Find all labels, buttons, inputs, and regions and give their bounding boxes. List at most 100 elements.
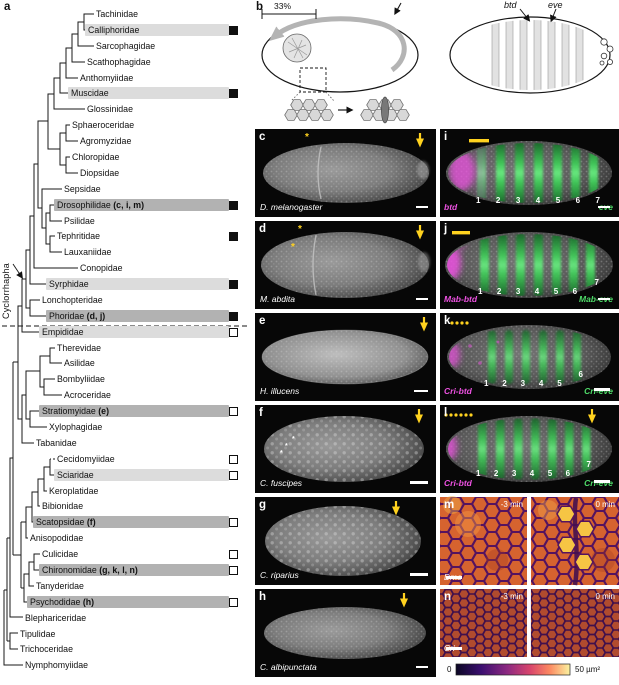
stripe-panel-l bbox=[440, 405, 619, 493]
tree-taxon-row: Diopsidae bbox=[0, 166, 252, 180]
taxon-label: Therevidae bbox=[57, 343, 102, 353]
taxon-label: Empididae bbox=[42, 327, 84, 337]
tree-taxon-row: Bibionidae bbox=[0, 499, 252, 513]
tree-taxon-row: Tephritidae bbox=[0, 229, 252, 243]
taxon-highlight-bar bbox=[39, 326, 229, 338]
tree-taxon-row: Empididae bbox=[0, 325, 252, 339]
embryo-type-square bbox=[229, 549, 238, 559]
stripe-number: 7 bbox=[595, 196, 600, 205]
scale-bar-e bbox=[414, 390, 428, 392]
stripe-number: 6 bbox=[572, 287, 578, 296]
btd-gene-label-j: Mab-btd bbox=[444, 294, 478, 304]
asterisk-marker-f1: * bbox=[285, 443, 288, 450]
taxon-label: Tanyderidae bbox=[36, 581, 84, 591]
asterisk-marker-f2: * bbox=[292, 436, 295, 443]
taxon-label: Lonchopteridae bbox=[42, 295, 103, 305]
time-label-m-before: -3 min bbox=[500, 500, 523, 509]
tree-taxon-row: Chironomidae (g, k, l, n) bbox=[0, 563, 252, 577]
tree-taxon-row: Acroceridae bbox=[0, 388, 252, 402]
embryo-type-square bbox=[229, 25, 238, 35]
taxon-highlight-bar bbox=[27, 596, 229, 608]
panel-c-letter: c bbox=[259, 131, 266, 143]
taxon-highlight-bar bbox=[54, 199, 229, 211]
tree-taxon-row: Tanyderidae bbox=[0, 579, 252, 593]
phylogenetic-tree-branches bbox=[3, 13, 94, 666]
taxon-highlight-bar bbox=[54, 469, 229, 481]
tree-taxon-row: Sarcophagidae bbox=[0, 39, 252, 53]
time-label-m-after: 0 min bbox=[595, 500, 615, 509]
tree-taxon-row: Calliphoridae bbox=[0, 23, 252, 37]
scale-bar-f bbox=[410, 481, 428, 484]
cell-cluster-before bbox=[284, 99, 334, 121]
taxon-highlight-bar bbox=[33, 516, 229, 528]
taxon-label: Blephariceridae bbox=[25, 613, 87, 623]
stripe-panel-i bbox=[440, 129, 619, 217]
division-furrow bbox=[572, 497, 579, 586]
tree-taxon-row: Culicidae bbox=[0, 547, 252, 561]
asterisk-marker-d2: * bbox=[291, 242, 295, 253]
taxon-label: Psilidae bbox=[64, 216, 95, 226]
btd-gene-label-i: btd bbox=[444, 202, 458, 212]
btd-schematic-label: btd bbox=[504, 0, 517, 10]
taxon-label: Anisopodidae bbox=[30, 533, 84, 543]
tree-taxon-row: Muscidae bbox=[0, 86, 252, 100]
taxon-label: Nymphomyiidae bbox=[25, 660, 89, 670]
btd-gene-label-l: Cri-btd bbox=[444, 478, 472, 488]
scale-bar-n bbox=[446, 647, 462, 650]
asterisk-marker-c: * bbox=[305, 132, 309, 143]
tree-taxon-row: Xylophagidae bbox=[0, 420, 252, 434]
egg-length-percent: 33% bbox=[274, 1, 292, 11]
species-label-g: C. riparius bbox=[260, 570, 299, 580]
stripe-number: 1 bbox=[476, 196, 481, 205]
taxon-label: Sarcophagidae bbox=[96, 41, 156, 51]
tissue-flow-arrow bbox=[268, 16, 407, 73]
micrograph-f bbox=[255, 405, 436, 493]
panel-n-letter: n bbox=[444, 591, 452, 603]
eve-gene-label-j: Mab-eve bbox=[578, 294, 613, 304]
micrograph-h bbox=[255, 589, 436, 677]
taxon-highlight-bar bbox=[46, 310, 229, 322]
btd-extent-bar bbox=[469, 139, 489, 143]
taxon-highlight-bar bbox=[85, 24, 229, 36]
btd-pointer-arrow bbox=[519, 8, 531, 22]
embryo-type-square bbox=[229, 200, 238, 210]
stripe-number: 5 bbox=[547, 469, 553, 478]
tree-taxon-row: Anisopodidae bbox=[0, 531, 252, 545]
stripe-number: 2 bbox=[495, 196, 501, 205]
btd-extent-bar bbox=[452, 231, 470, 235]
taxon-label: Sciaridae bbox=[57, 470, 94, 480]
taxon-label: Muscidae bbox=[71, 88, 109, 98]
stripe-panel-k bbox=[440, 313, 619, 401]
taxon-label: Sepsidae bbox=[64, 184, 101, 194]
stripe-number: 3 bbox=[515, 196, 521, 205]
tree-taxon-row: Scathophagidae bbox=[0, 55, 252, 69]
stripe-panel-j bbox=[440, 221, 619, 309]
scale-bar-c bbox=[416, 206, 428, 208]
stripe-number: 1 bbox=[478, 287, 483, 296]
panel-h-letter: h bbox=[259, 591, 267, 603]
tree-taxon-row: Therevidae bbox=[0, 341, 252, 355]
stripe-number: 2 bbox=[496, 287, 502, 296]
embryo-type-square bbox=[229, 406, 238, 416]
taxon-label: Diopsidae bbox=[80, 168, 120, 178]
eve-pointer-arrow bbox=[550, 8, 557, 23]
species-label-h: C. albipunctata bbox=[260, 662, 317, 672]
taxon-label: Tephritidae bbox=[57, 231, 101, 241]
tree-taxon-row: Bombyliidae bbox=[0, 372, 252, 386]
asterisk-marker-d1: * bbox=[298, 224, 302, 235]
micrograph-g bbox=[255, 497, 436, 585]
cyclorrhapha-pointer-arrow bbox=[12, 263, 23, 279]
tree-taxon-row: Psychodidae (h) bbox=[0, 595, 252, 609]
btd-extent-dots bbox=[450, 321, 469, 325]
taxon-label: Psychodidae (h) bbox=[30, 597, 95, 607]
taxon-highlight-bar bbox=[46, 278, 229, 290]
stripe-number: 7 bbox=[586, 460, 591, 469]
stripe-number: 6 bbox=[565, 469, 571, 478]
btd-gene-label-k: Cri-btd bbox=[444, 386, 472, 396]
taxon-highlight-bar bbox=[39, 405, 229, 417]
scale-bar-i bbox=[598, 206, 610, 208]
asterisk-marker-f3: * bbox=[280, 450, 283, 457]
taxon-label: Bombyliidae bbox=[57, 374, 105, 384]
